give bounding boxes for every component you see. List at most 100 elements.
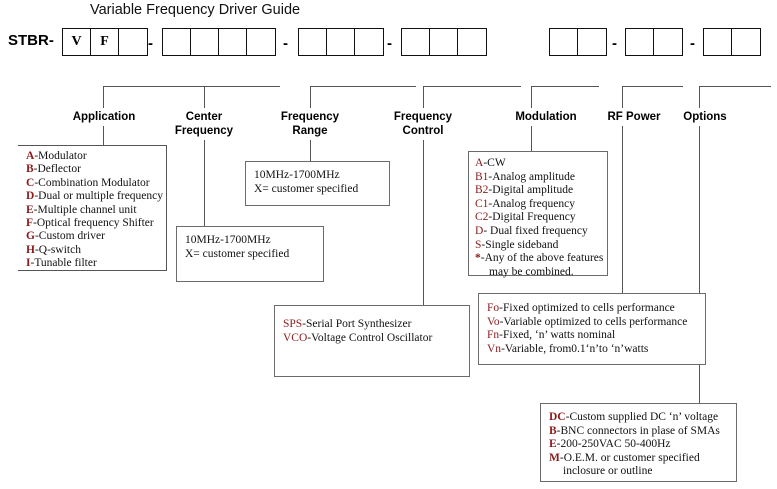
code-cell[interactable] (327, 29, 355, 55)
code-cell[interactable] (163, 29, 191, 55)
group-frequency-control[interactable] (401, 28, 487, 56)
item-key: B1 (475, 170, 489, 183)
item-text: -Variable, from0.1‘n’to ‘n’watts (501, 342, 649, 355)
modulation-continuation: may be combined. (489, 265, 574, 278)
list-item: D- Dual fixed frequency (475, 225, 601, 239)
group-application[interactable]: V F (62, 28, 148, 56)
item-text: -Modulator (34, 150, 87, 162)
code-cell[interactable]: F (91, 29, 119, 55)
application-box: A-Modulator B-Deflector C-Combination Mo… (26, 150, 163, 271)
code-cell[interactable] (430, 29, 458, 55)
list-item: S-Single sideband (475, 239, 601, 253)
code-cell[interactable] (732, 29, 760, 55)
group-frequency-range[interactable] (298, 28, 384, 56)
list-item: C2-Digital Frequency (475, 211, 601, 225)
code-cell[interactable] (219, 29, 247, 55)
column-label-rf-power: RF Power (607, 111, 661, 123)
code-cell[interactable] (578, 29, 606, 55)
application-box-right-rule (166, 145, 167, 271)
code-cell[interactable] (626, 29, 654, 55)
item-text: -Digital Frequency (488, 211, 576, 224)
item-text: -BNC connectors in plase of SMAs (556, 424, 720, 437)
group-modulation[interactable] (549, 28, 607, 56)
item-text: -O.E.M. or customer specified (559, 451, 700, 464)
list-item: B1-Analog amplitude (475, 171, 601, 185)
item-key: C1 (475, 197, 489, 210)
drop-line-modulation (531, 126, 532, 151)
item-key: F (26, 217, 34, 230)
item-text: -Any of the above features (480, 252, 604, 265)
code-cell[interactable] (191, 29, 219, 55)
leader-line-modulation-horizontal (531, 86, 599, 87)
drop-line-frequency-range (310, 140, 311, 161)
code-cell[interactable] (355, 29, 383, 55)
leader-line-frequency-range-vertical (310, 86, 311, 108)
code-cell[interactable] (704, 29, 732, 55)
code-cell[interactable] (654, 29, 682, 55)
center-frequency-line-1: 10MHz-1700MHz (185, 234, 271, 246)
leader-line-frequency-control-vertical (423, 86, 424, 108)
item-key: I (26, 257, 31, 270)
list-item: E-200-250VAC 50-400Hz (549, 438, 728, 452)
code-cell[interactable] (402, 29, 430, 55)
item-text: -Serial Port Synthesizer (302, 318, 412, 330)
code-cell[interactable] (458, 29, 486, 55)
item-key: D (475, 224, 484, 237)
list-item: E-Multiple channel unit (26, 204, 163, 217)
code-cell[interactable] (550, 29, 578, 55)
leader-line-frequency-range-horizontal (310, 86, 416, 87)
list-item: C-Combination Modulator (26, 177, 163, 190)
item-key: SPS (283, 318, 303, 330)
item-key: M (549, 451, 560, 464)
application-box-top-rule (18, 145, 166, 146)
group-options[interactable] (703, 28, 761, 56)
drop-line-frequency-control (423, 140, 424, 305)
item-text: -Analog amplitude (488, 170, 575, 183)
list-item: G-Custom driver (26, 230, 163, 243)
leader-line-application-horizontal (103, 86, 179, 87)
item-key: B (549, 424, 557, 437)
item-text: -Fixed optimized to cells performance (499, 302, 675, 314)
code-cell[interactable] (299, 29, 327, 55)
item-text: -Custom supplied DC ‘n’ voltage (565, 411, 719, 423)
list-item: VCO-Voltage Control Oscillator (283, 332, 461, 346)
item-text: -Custom driver (34, 230, 105, 243)
item-text: -200-250VAC 50-400Hz (556, 438, 671, 451)
item-text: -Fixed, ‘n’ watts nominal (499, 329, 616, 342)
item-key: H (26, 243, 35, 256)
code-cell[interactable] (247, 29, 275, 55)
application-box-bottom-rule (18, 270, 166, 271)
list-item: F-Optical frequency Shifter (26, 217, 163, 230)
part-number-prefix: STBR- (8, 32, 54, 49)
drop-line-rf-power (622, 126, 623, 293)
leader-line-frequency-control-horizontal (423, 86, 521, 87)
item-key: A (475, 157, 484, 169)
code-cell[interactable]: V (63, 29, 91, 55)
modulation-box: A-CW B1-Analog amplitude B2-Digital ampl… (468, 151, 608, 278)
group-rf-power[interactable] (625, 28, 683, 56)
column-label-frequency-control: Frequency Control (393, 111, 453, 137)
separator-dash: - (690, 35, 695, 52)
separator-dash: - (283, 35, 288, 52)
list-item: M-O.E.M. or customer specified (549, 452, 728, 466)
item-text: -Analog frequency (488, 197, 575, 210)
group-center-frequency[interactable] (162, 28, 276, 56)
part-number-code-row: STBR- V F - - - (0, 28, 777, 58)
item-text: -Variable optimized to cells performance (499, 315, 688, 328)
separator-dash: - (612, 35, 617, 52)
item-key: E (549, 438, 557, 451)
list-item: B2-Digital amplitude (475, 184, 601, 198)
item-key: Vo (487, 315, 500, 328)
item-text: -Single sideband (481, 238, 559, 251)
code-cell[interactable] (119, 29, 147, 55)
leader-line-options-horizontal (699, 86, 771, 87)
column-label-application: Application (72, 111, 136, 123)
options-box: DC-Custom supplied DC ‘n’ voltage B-BNC … (540, 403, 737, 482)
list-item: I-Tunable filter (26, 257, 163, 270)
leader-line-center-frequency-vertical (204, 86, 205, 108)
leader-line-options-vertical (699, 86, 700, 108)
drop-line-options (699, 126, 700, 403)
page-title: Variable Frequency Driver Guide (90, 2, 301, 18)
list-item: B-BNC connectors in plase of SMAs (549, 425, 728, 439)
item-key: C (26, 176, 35, 189)
